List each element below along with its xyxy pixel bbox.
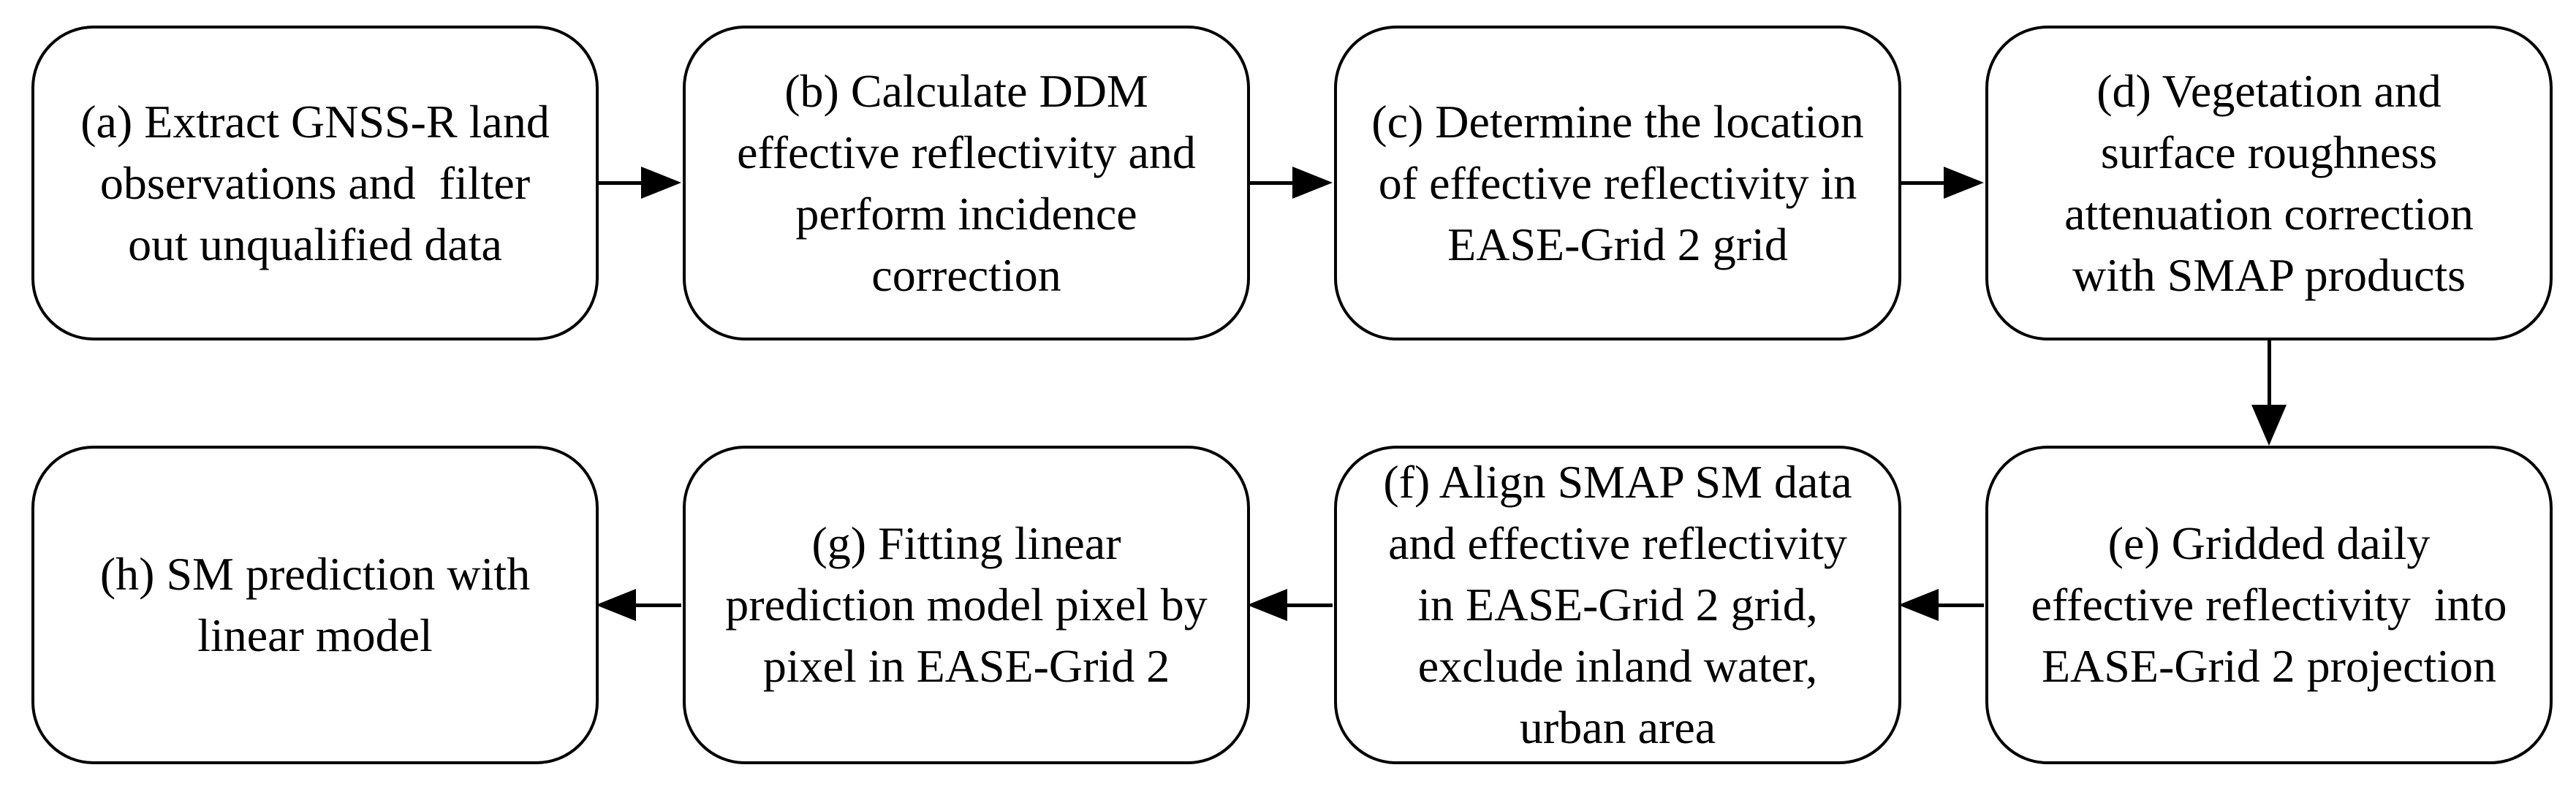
arrowhead-left-icon bbox=[1247, 589, 1287, 621]
arrowhead-down-icon bbox=[2251, 405, 2287, 446]
arrow-line bbox=[1284, 603, 1333, 607]
arrow-g-to-h bbox=[596, 589, 681, 621]
arrowhead-left-icon bbox=[596, 589, 636, 621]
arrow-a-to-b bbox=[596, 167, 681, 199]
arrow-line bbox=[596, 181, 644, 185]
arrowhead-right-icon bbox=[1292, 167, 1333, 199]
flow-box-f: (f) Align SMAP SM data and effective ref… bbox=[1334, 446, 1901, 764]
arrow-f-to-g bbox=[1247, 589, 1333, 621]
flow-box-e: (e) Gridded daily effective reflectivity… bbox=[1985, 446, 2553, 764]
arrow-line bbox=[633, 603, 681, 607]
flow-box-c: (c) Determine the location of effective … bbox=[1334, 26, 1901, 340]
arrow-d-to-e bbox=[2251, 340, 2287, 446]
arrow-line bbox=[1247, 181, 1295, 185]
flow-box-d: (d) Vegetation and surface roughness att… bbox=[1985, 26, 2553, 340]
arrowhead-right-icon bbox=[641, 167, 681, 199]
arrowhead-right-icon bbox=[1944, 167, 1984, 199]
flow-box-b: (b) Calculate DDM effective reflectivity… bbox=[683, 26, 1250, 340]
arrow-e-to-f bbox=[1898, 589, 1984, 621]
arrow-line bbox=[1936, 603, 1984, 607]
arrowhead-left-icon bbox=[1898, 589, 1939, 621]
arrow-c-to-d bbox=[1898, 167, 1984, 199]
flow-box-a: (a) Extract GNSS-R land observations and… bbox=[31, 26, 599, 340]
arrow-b-to-c bbox=[1247, 167, 1333, 199]
arrow-line bbox=[1898, 181, 1947, 185]
flow-box-g: (g) Fitting linear prediction model pixe… bbox=[683, 446, 1250, 764]
flow-box-h: (h) SM prediction with linear model bbox=[31, 446, 599, 764]
arrow-line bbox=[2268, 340, 2271, 408]
